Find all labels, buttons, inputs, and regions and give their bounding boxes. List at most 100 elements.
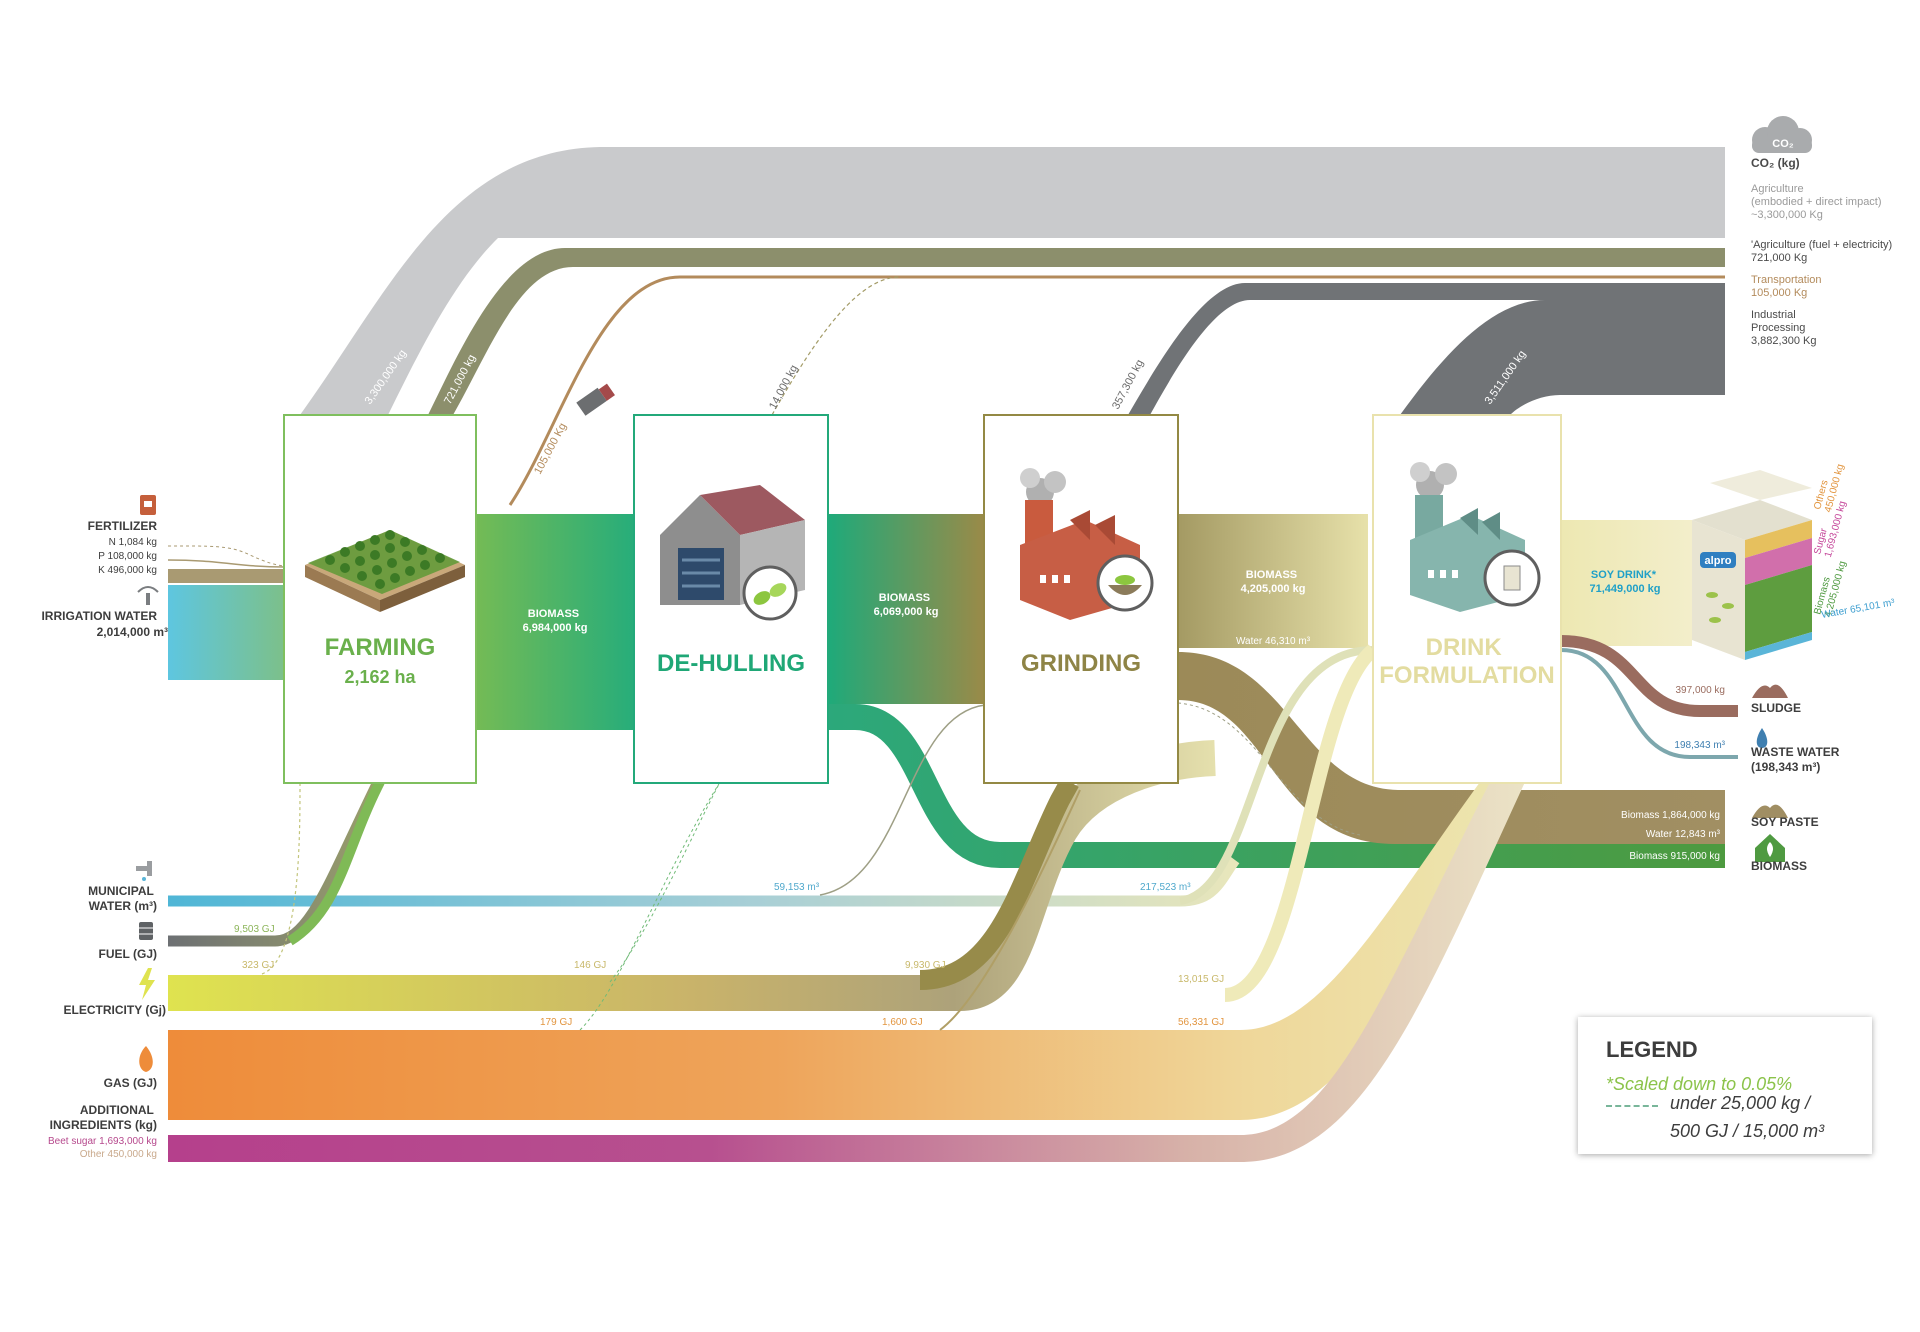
legend-dashed-line-icon (1606, 1105, 1658, 1107)
soy-paste-water-value: Water 12,843 m³ (1646, 829, 1721, 840)
water-drop-icon (1756, 728, 1768, 748)
co2-title: CO₂ (kg) (1751, 156, 1800, 170)
biomass-output-label: BIOMASS (1751, 859, 1807, 873)
co2-transport-flow (508, 275, 1725, 506)
co2-grinding-flow (1128, 283, 1725, 415)
gas-to-grinding-flow (939, 789, 1081, 1031)
co2-agri-fuel-flow (428, 248, 1725, 415)
legend-scale-note: *Scaled down to 0.05% (1606, 1074, 1793, 1094)
fertilizer-bag-icon (140, 495, 156, 515)
co2-dehull-flow-label: 14,000 kg (767, 363, 800, 411)
fuel-to-farming-flow (287, 779, 385, 946)
biomass-grinding-label: BIOMASS 4,205,000 kg (1241, 569, 1306, 595)
fertilizer-k: K 496,000 kg (98, 565, 157, 576)
fertilizer-p-flow (167, 559, 285, 568)
legend-box: LEGEND *Scaled down to 0.05% under 25,00… (1578, 1017, 1872, 1154)
biomass-farming-flow (476, 514, 634, 730)
fertilizer-k-flow (168, 569, 284, 583)
soy-paste-label: SOY PASTE (1751, 815, 1819, 829)
dehulling-biomass-output-flow (828, 704, 1725, 868)
co2-agriculture-flow (300, 147, 1725, 415)
waste-water-value: 198,343 m³ (1674, 740, 1725, 751)
farming-stage-name: FARMING (325, 634, 436, 661)
biomass-plant-icon (1755, 834, 1785, 862)
water-to-drink-flow (1179, 646, 1374, 905)
warehouse-icon (660, 485, 805, 621)
grinding-water-flow (1177, 702, 1361, 836)
gas-label: GAS (GJ) (104, 1076, 157, 1090)
elec-to-grinding-flow (919, 777, 1079, 990)
electricity-label: ELECTRICITY (Gj) (64, 1003, 166, 1017)
soy-drink-label: SOY DRINK* 71,449,000 kg (1590, 569, 1661, 595)
gas-to-dehull-flow (579, 781, 721, 1031)
fertilizer-n: N 1,084 kg (109, 537, 157, 548)
grinding-water-label: Water 46,310 m³ (1236, 636, 1311, 647)
soy-drink-flow (1561, 520, 1692, 646)
additional-ingredients-label: ADDITIONAL INGREDIENTS (kg) (50, 1103, 157, 1132)
elec-dehull-label: 146 GJ (574, 960, 606, 971)
factory-drink-icon (1410, 462, 1541, 612)
irrigation-water-flow (168, 585, 284, 680)
elec-farming-label: 323 GJ (242, 960, 274, 971)
other-ingredients-label: Other 450,000 kg (80, 1149, 157, 1160)
svg-text:CO₂: CO₂ (1772, 138, 1794, 150)
gas-dehull-label: 179 GJ (540, 1017, 572, 1028)
farming-stage-area: 2,162 ha (344, 667, 416, 687)
waste-water-label: WASTE WATER (198,343 m³) (1751, 745, 1843, 774)
beet-sugar-label: Beet sugar 1,693,000 kg (48, 1136, 157, 1147)
irrigation-value: 2,014,000 m³ (97, 625, 168, 639)
legend-under-line1: under 25,000 kg / (1670, 1093, 1811, 1113)
co2-agriculture-label: Agriculture (embodied + direct impact) ~… (1751, 183, 1885, 221)
fuel-farming-label: 9,503 GJ (234, 924, 275, 935)
water-to-grinding-flow (819, 704, 986, 896)
soy-drink-carton: alpro (1692, 470, 1812, 660)
elec-drink-label: 13,015 GJ (1178, 974, 1224, 985)
co2-agri-fuel-label: 'Agriculture (fuel + electricity) 721,00… (1751, 239, 1895, 264)
legend-title: LEGEND (1606, 1037, 1698, 1062)
biomass-grinding-flow (1178, 514, 1368, 648)
biomass-farming-label: BIOMASS 6,984,000 kg (523, 608, 588, 634)
soy-paste-biomass-value: Biomass 1,864,000 kg (1621, 810, 1720, 821)
grinding-stage-name: GRINDING (1021, 650, 1141, 677)
gas-flow (168, 782, 1515, 1120)
fertilizer-n-flow (167, 545, 285, 567)
irrigation-title: IRRIGATION WATER (41, 609, 157, 623)
biomass-dehulling-label: BIOMASS 6,069,000 kg (874, 592, 939, 618)
municipal-water-label: MUNICIPAL WATER (m³) (88, 884, 157, 913)
truck-icon (576, 383, 615, 416)
cloud-co2-icon: CO₂ (1752, 116, 1812, 153)
fertilizer-title: FERTILIZER (88, 519, 158, 533)
co2-dehull-flow (771, 276, 901, 416)
biomass-output-value: Biomass 915,000 kg (1629, 851, 1720, 862)
sludge-flow (1560, 635, 1738, 717)
water-drink-label: 217,523 m³ (1140, 882, 1191, 893)
fertilizer-p: P 108,000 kg (98, 551, 157, 562)
fuel-label: FUEL (GJ) (99, 947, 157, 961)
biomass-dehulling-flow (828, 514, 984, 704)
dehulling-stage-name: DE-HULLING (657, 650, 805, 677)
svg-text:alpro: alpro (1705, 555, 1732, 567)
factory-grinding-icon (1020, 468, 1154, 620)
gas-grind-label: 1,600 GJ (882, 1017, 923, 1028)
farm-field-icon (305, 530, 465, 612)
tap-icon (136, 861, 152, 881)
sprinkler-icon (137, 586, 159, 605)
elec-to-drink-flow (1223, 644, 1378, 1002)
waste-water-flow (1560, 648, 1738, 759)
drink-stage-name: DRINK FORMULATION (1379, 634, 1555, 689)
legend-under-line2: 500 GJ / 15,000 m³ (1670, 1121, 1825, 1141)
sludge-label: SLUDGE (1751, 701, 1801, 715)
gas-flame-icon (139, 1046, 153, 1072)
lightning-icon (139, 968, 155, 1000)
gas-drink-label: 56,331 GJ (1178, 1017, 1224, 1028)
co2-drink-flow (1400, 300, 1725, 415)
sludge-value: 397,000 kg (1676, 685, 1726, 696)
soy-paste-icon (1752, 804, 1788, 818)
co2-industrial-label: Industrial Processing 3,882,300 Kg (1751, 309, 1816, 347)
elec-to-dehull-flow (609, 781, 721, 983)
elec-grind-label: 9,930 GJ (905, 960, 946, 971)
co2-transport-label: Transportation 105,000 Kg (1751, 274, 1825, 299)
sludge-pile-icon (1752, 684, 1788, 698)
fuel-barrel-icon (139, 922, 153, 940)
